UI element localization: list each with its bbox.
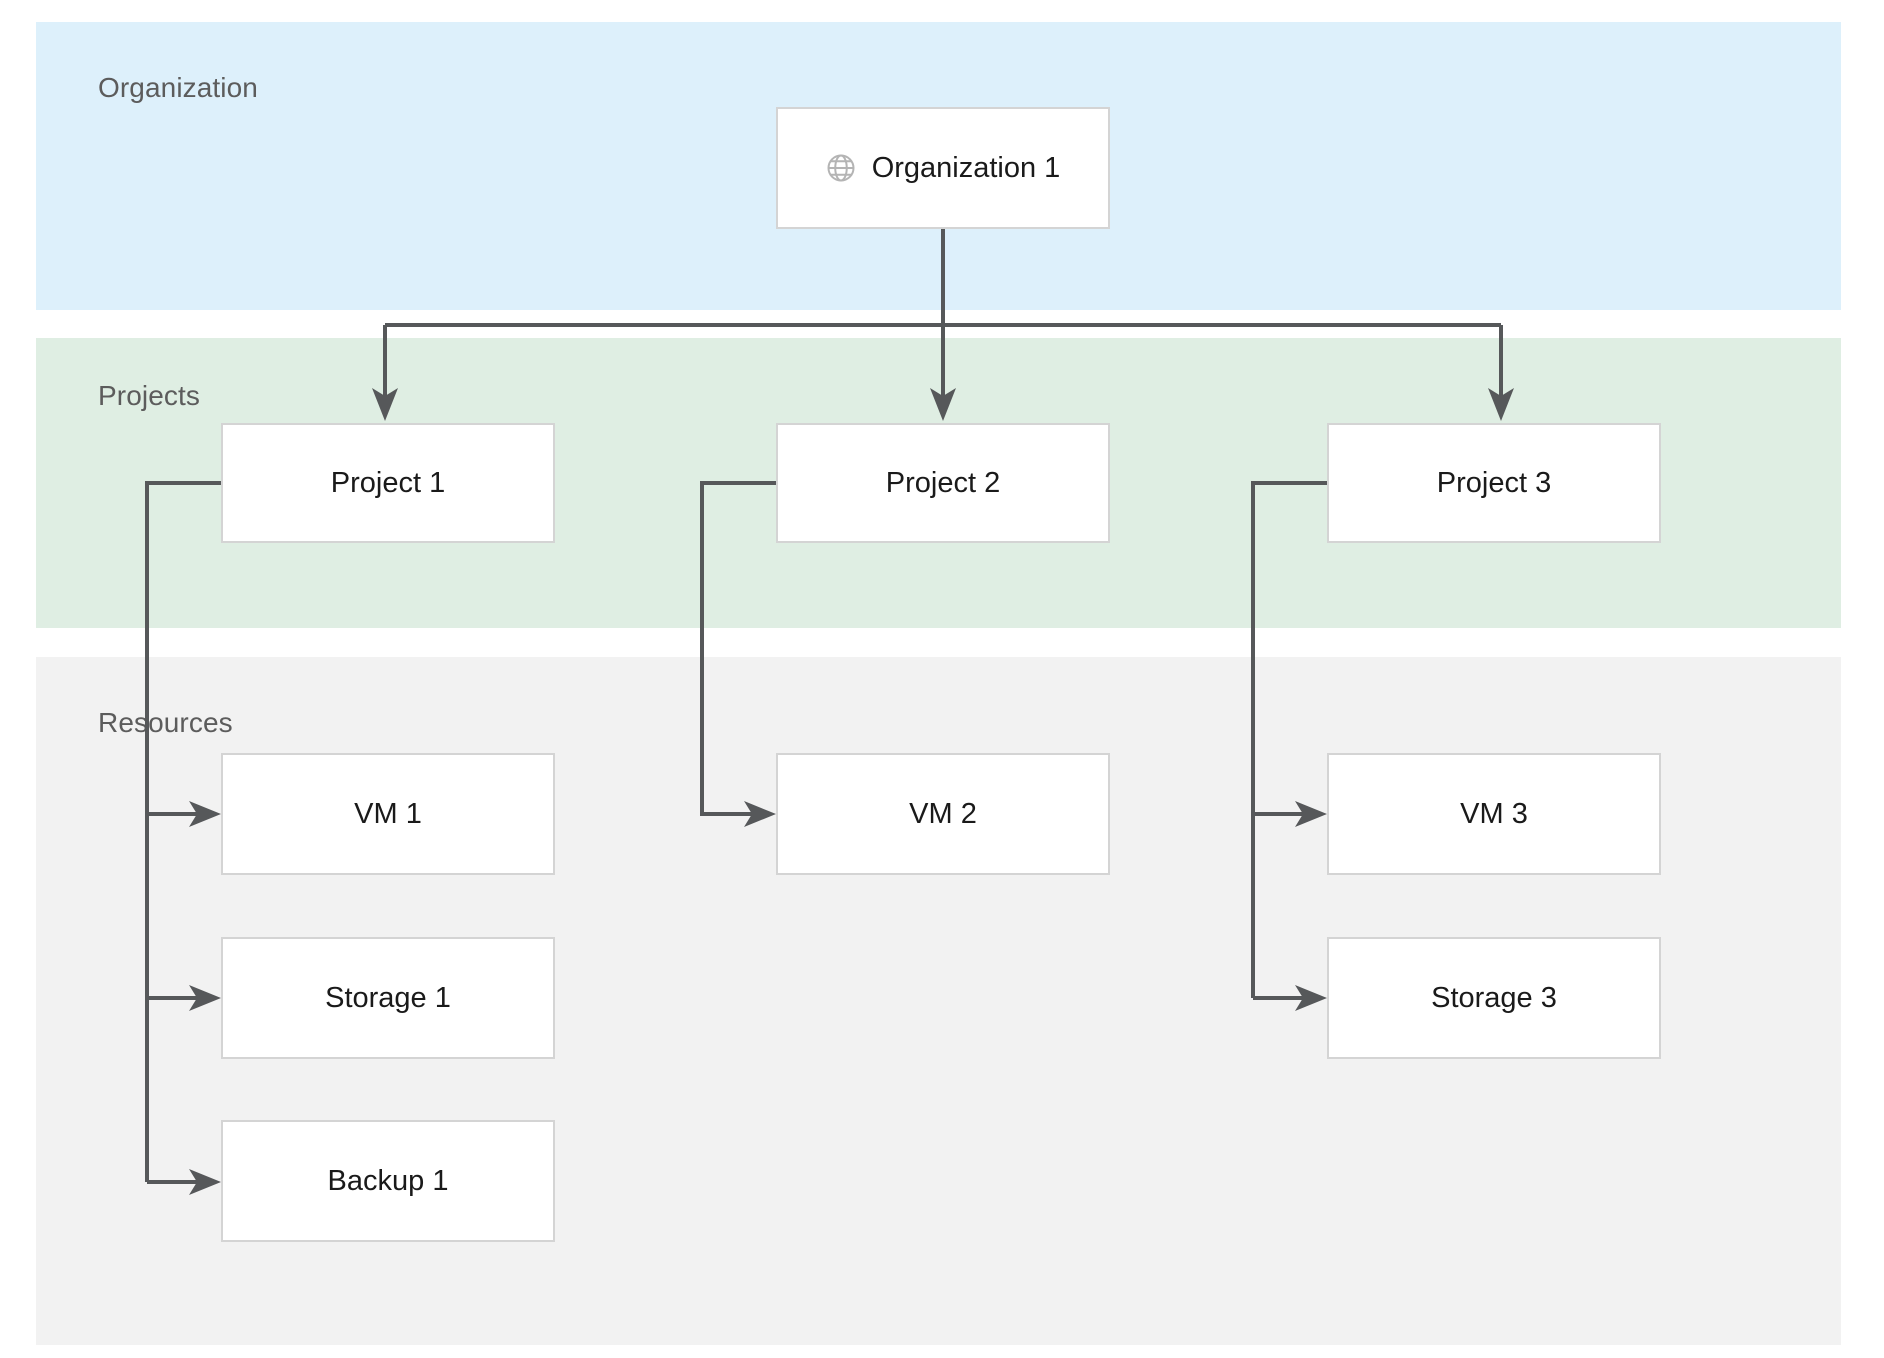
- node-project-3[interactable]: Project 3: [1327, 423, 1661, 543]
- node-label-project-1: Project 1: [330, 466, 446, 499]
- node-label-vm-3: VM 3: [1460, 797, 1528, 830]
- node-label-vm-1: VM 1: [354, 797, 422, 830]
- node-storage-3[interactable]: Storage 3: [1327, 937, 1661, 1059]
- node-label-vm-2: VM 2: [909, 797, 977, 830]
- node-project-1[interactable]: Project 1: [221, 423, 555, 543]
- node-label-storage-3: Storage 3: [1431, 981, 1557, 1014]
- node-vm-1[interactable]: VM 1: [221, 753, 555, 875]
- node-organization-1[interactable]: Organization 1: [776, 107, 1110, 229]
- swimlane-label-projects: Projects: [98, 380, 200, 411]
- node-vm-2[interactable]: VM 2: [776, 753, 1110, 875]
- node-label-backup-1: Backup 1: [327, 1164, 449, 1197]
- node-label-project-3: Project 3: [1436, 466, 1552, 499]
- node-label-project-2: Project 2: [885, 466, 1001, 499]
- swimlane-label-organization: Organization: [98, 72, 258, 103]
- node-storage-1[interactable]: Storage 1: [221, 937, 555, 1059]
- node-vm-3[interactable]: VM 3: [1327, 753, 1661, 875]
- node-project-2[interactable]: Project 2: [776, 423, 1110, 543]
- node-label-organization-1: Organization 1: [871, 151, 1061, 184]
- node-backup-1[interactable]: Backup 1: [221, 1120, 555, 1242]
- globe-icon: [826, 153, 856, 183]
- node-label-storage-1: Storage 1: [325, 981, 451, 1014]
- swimlane-label-resources: Resources: [98, 707, 233, 738]
